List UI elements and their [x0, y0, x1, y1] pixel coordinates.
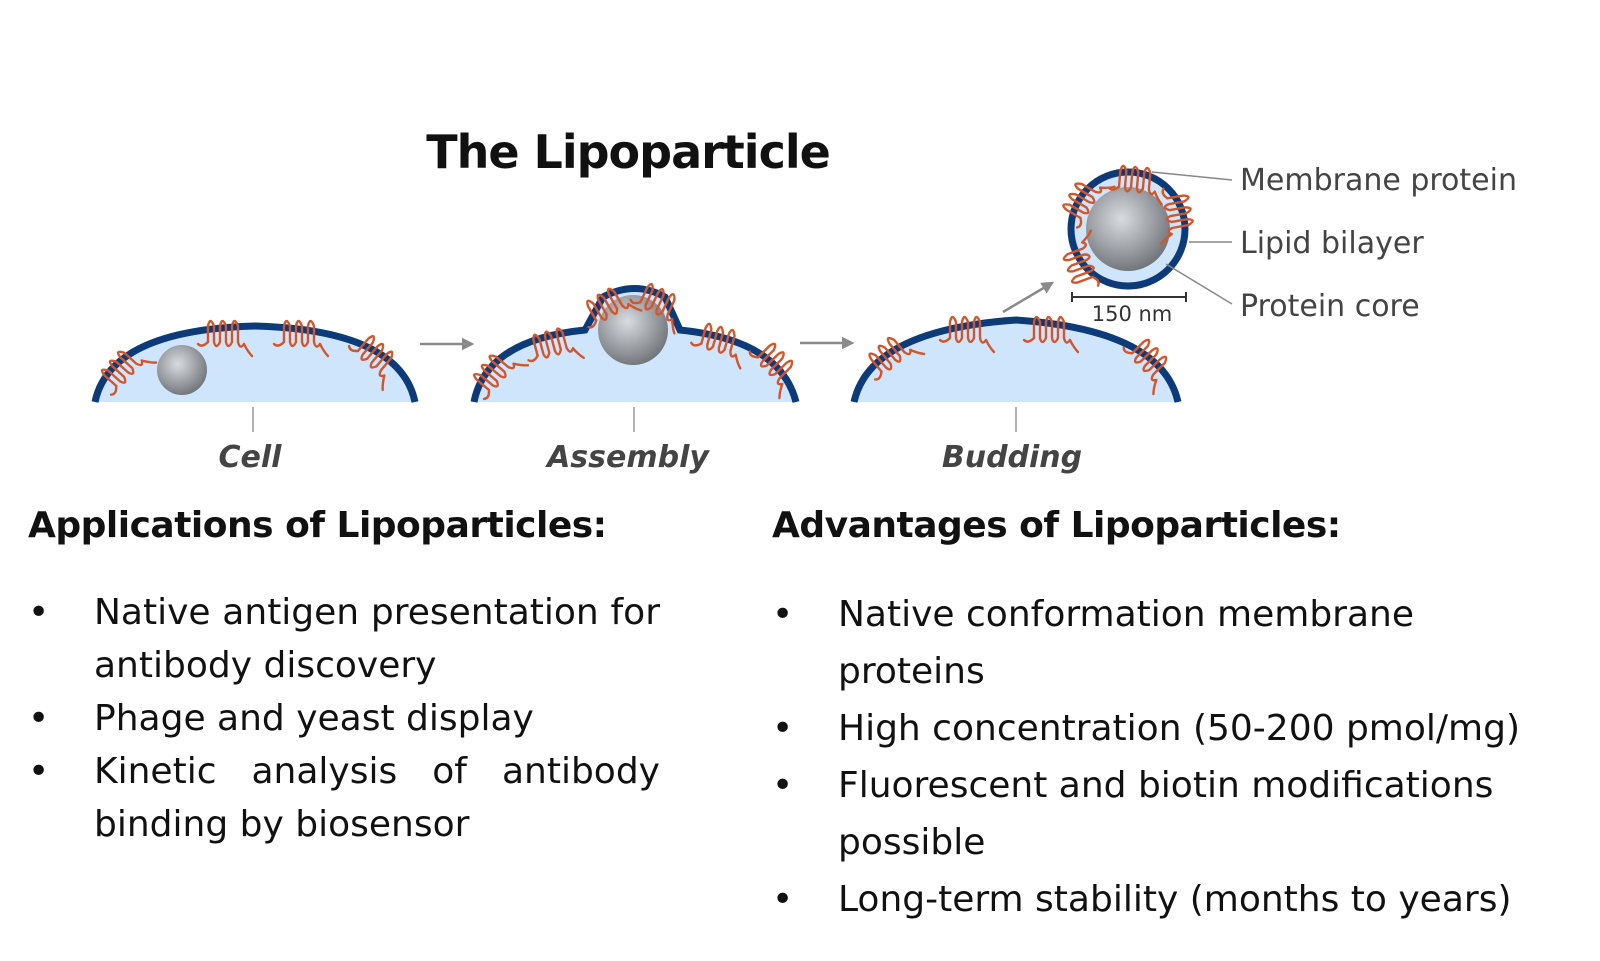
stage-label-assembly: Assembly: [545, 440, 710, 475]
list-item: • Kinetic analysis of antibody binding by…: [28, 745, 660, 851]
cell-stage: Cell: [91, 319, 419, 475]
list-item: • Long-term stability (months to years): [772, 871, 1572, 928]
bullet-dot-icon: •: [772, 765, 794, 806]
stage-label-cell: Cell: [219, 440, 283, 475]
arrow-budding-to-particle: [1002, 281, 1055, 314]
lipoparticle: [1056, 163, 1197, 295]
diagram-title: The Lipoparticle: [426, 125, 830, 179]
applications-section: Applications of Lipoparticles: • Native a…: [28, 505, 660, 851]
callouts: Membrane protein Lipid bilayer Protein c…: [1151, 163, 1517, 324]
bullet-dot-icon: •: [28, 698, 50, 739]
list-item-text: Long-term stability (months to years): [838, 879, 1512, 920]
scale-label: 150 nm: [1092, 302, 1173, 326]
callout-lipid-bilayer: Lipid bilayer: [1240, 226, 1424, 261]
advantages-heading: Advantages of Lipoparticles:: [772, 505, 1341, 546]
bullet-dot-icon: •: [28, 751, 50, 792]
advantages-section: Advantages of Lipoparticles: • Native con…: [772, 505, 1572, 928]
advantages-list: • Native conformation membrane proteins •…: [772, 586, 1572, 928]
applications-list: • Native antigen presentation for antibod…: [28, 586, 660, 851]
protein-core: [1086, 187, 1170, 271]
bullet-dot-icon: •: [28, 592, 50, 633]
list-item-text: Kinetic analysis of antibody binding by …: [94, 751, 660, 845]
lipoparticle-diagram: The Lipoparticle Cell Assembly: [91, 125, 1517, 475]
list-item: • Native antigen presentation for antibod…: [28, 586, 660, 692]
budding-stage: Budding: [850, 315, 1182, 475]
bullet-dot-icon: •: [772, 594, 794, 635]
bullet-dot-icon: •: [772, 879, 794, 920]
assembly-stage: Assembly: [465, 277, 806, 475]
list-item-text: Fluorescent and biotin modifications pos…: [838, 765, 1494, 863]
list-item-text: Native conformation membrane proteins: [838, 594, 1414, 692]
bullet-dot-icon: •: [772, 708, 794, 749]
applications-heading: Applications of Lipoparticles:: [28, 505, 607, 546]
list-item-text: Native antigen presentation for antibody…: [94, 592, 660, 686]
callout-membrane-protein: Membrane protein: [1240, 163, 1517, 198]
protein-core: [157, 345, 207, 395]
list-item-text: High concentration (50-200 pmol/mg): [838, 708, 1520, 749]
list-item: • Fluorescent and biotin modifications po…: [772, 757, 1572, 871]
list-item: • High concentration (50-200 pmol/mg): [772, 700, 1572, 757]
list-item: • Native conformation membrane proteins: [772, 586, 1572, 700]
stage-label-budding: Budding: [942, 440, 1082, 475]
scale-bar: 150 nm: [1071, 292, 1187, 326]
callout-protein-core: Protein core: [1240, 289, 1420, 324]
list-item-text: Phage and yeast display: [94, 698, 534, 739]
list-item: • Phage and yeast display: [28, 692, 660, 745]
